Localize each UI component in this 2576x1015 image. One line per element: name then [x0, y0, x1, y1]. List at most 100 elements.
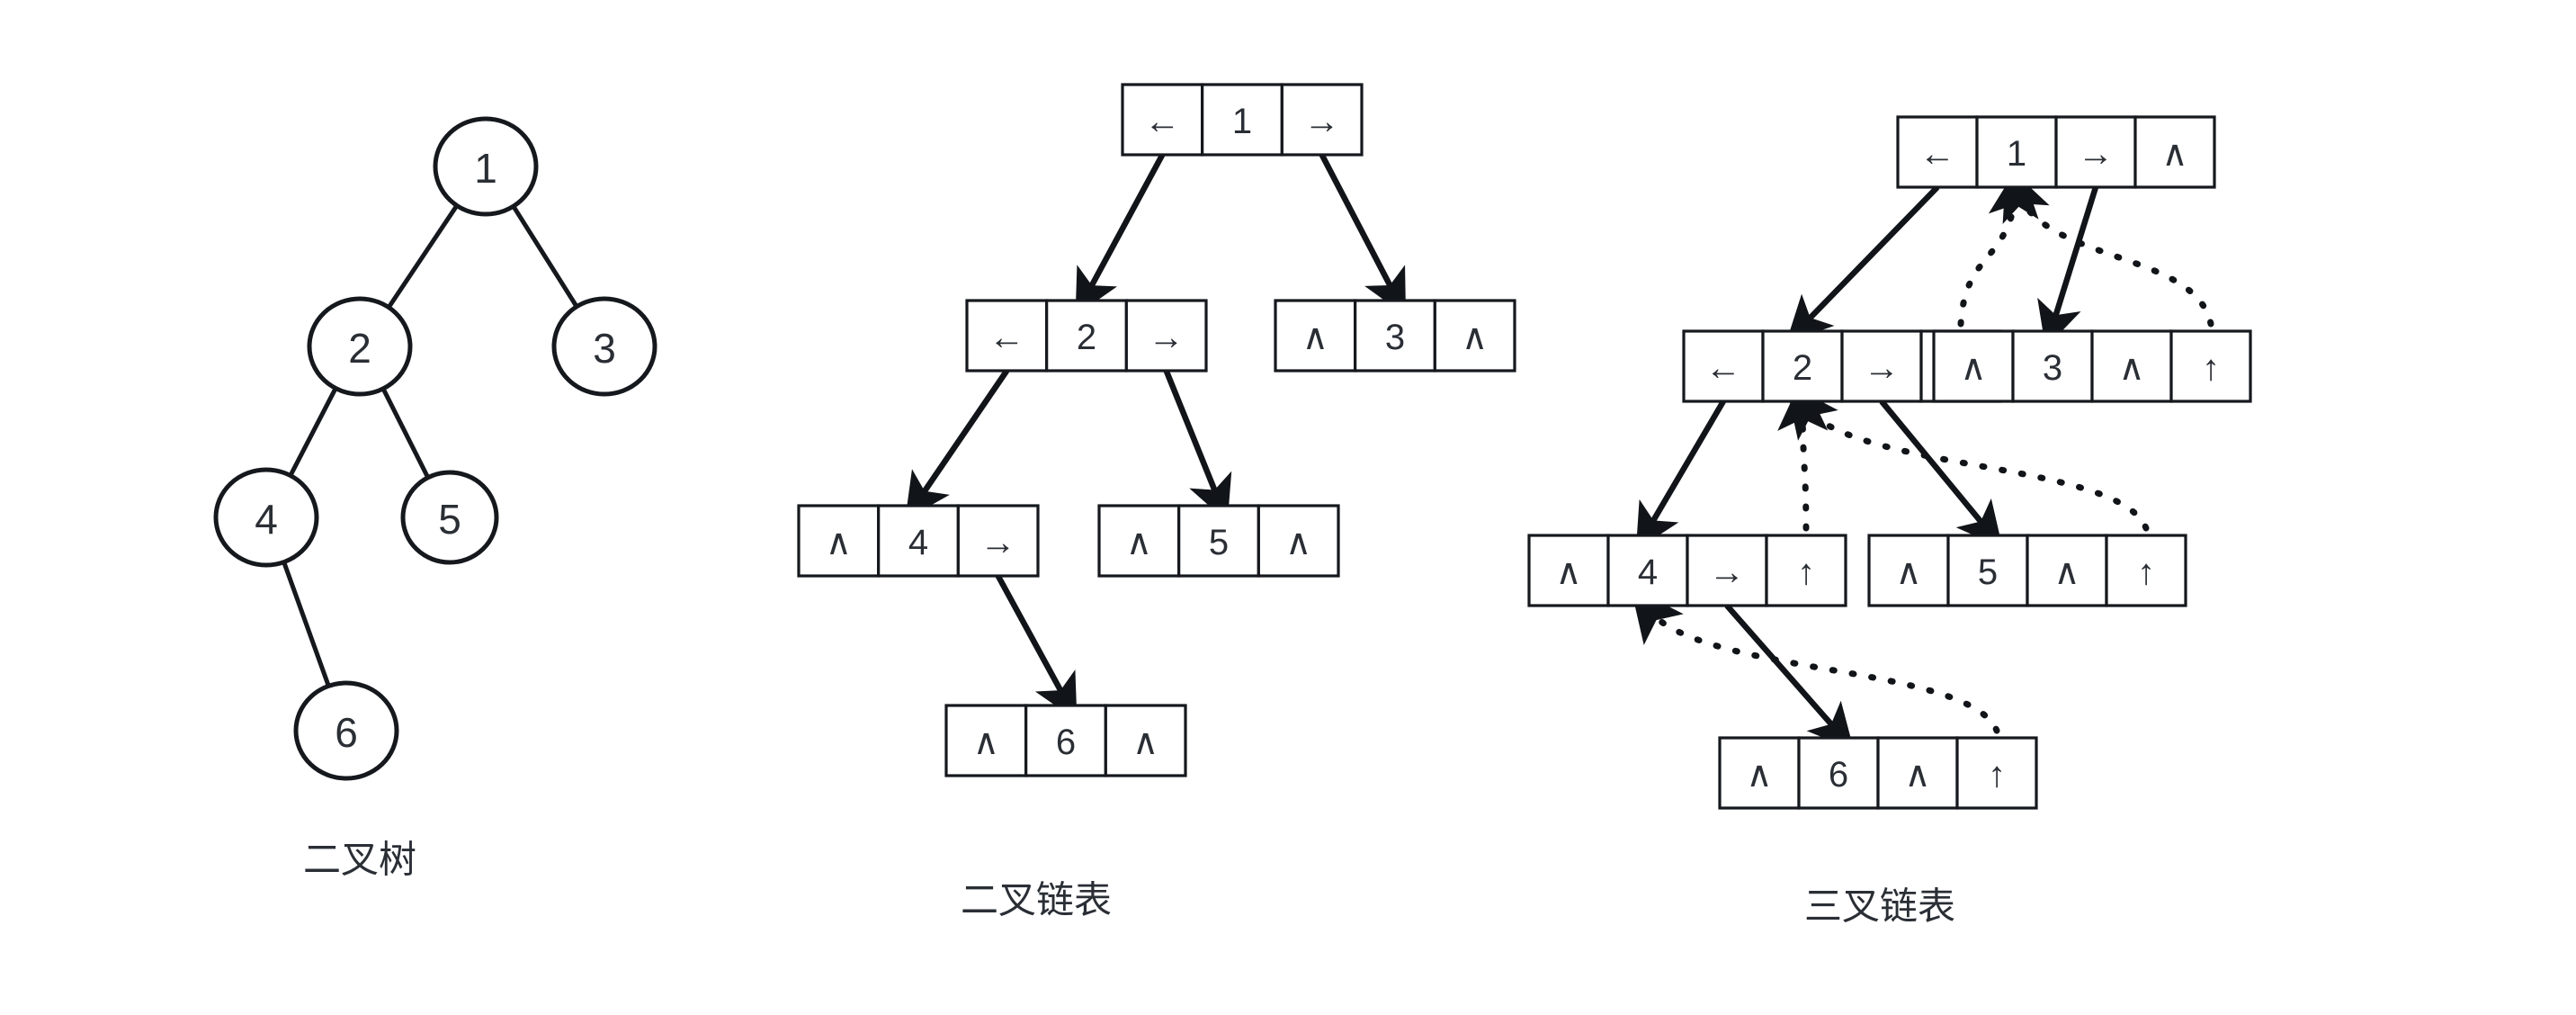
- node-cell-text-1-1: 1: [1232, 102, 1252, 141]
- node-cell-6-1: [1797, 736, 1880, 810]
- node-cell-text-4-1: 4: [908, 523, 928, 562]
- panel-binary-tree: 1 2 3 4 5 6: [213, 116, 657, 781]
- node-cell-text-2-2: →: [1864, 348, 1900, 388]
- node-cell-4-2: [1686, 534, 1768, 607]
- tree-node-circle-3: [551, 296, 657, 397]
- caption-trinary-linked-list: 三叉链表: [1804, 885, 1955, 928]
- node-cell-text-6-0: ∧: [973, 723, 999, 762]
- tree-node-label-2: 2: [348, 325, 371, 372]
- node-cell-text-4-1: 4: [1638, 552, 1658, 592]
- node-cell-text-5-1: 5: [1978, 552, 1998, 592]
- node-cell-5-3: [2105, 534, 2187, 607]
- child-pointer-c2-to-c4: [1635, 400, 1726, 551]
- node-cell-text-4-0: ∧: [826, 523, 852, 562]
- list-node-6: ∧6∧: [944, 704, 1187, 777]
- node-cell-text-4-3: ↑: [1797, 552, 1815, 592]
- tree-node-2: 2: [307, 296, 413, 397]
- node-cell-2-0: [1682, 329, 1765, 403]
- node-cell-6-2: [1104, 704, 1187, 777]
- node-cell-6-3: [1955, 736, 2038, 810]
- tree-node-circle-2: [307, 296, 413, 397]
- child-pointer-b4-to-b6: [995, 574, 1078, 721]
- child-pointer-b1-to-b2: [1075, 153, 1166, 316]
- child-pointer-c4-to-c6: [1724, 603, 1855, 750]
- node-cell-text-4-2: →: [1709, 552, 1745, 592]
- tree-node-4: 4: [213, 467, 319, 568]
- list-node-2: ← 2 →: [965, 299, 1208, 373]
- node-cell-4-3: [1765, 534, 1847, 607]
- node-cell-text-6-0: ∧: [1746, 755, 1772, 795]
- node-cell-4-0: [797, 504, 881, 578]
- parent-pointer-c4-to-c2: [1777, 377, 1829, 532]
- parent-pointer-c5-to-c2: [1785, 382, 2150, 532]
- list-node-4: ∧ 4 → ↑: [1527, 534, 1847, 607]
- node-cell-5-1: [1946, 534, 2029, 607]
- node-cell-text-4-0: ∧: [1555, 552, 1581, 592]
- list-node-6: ∧6∧↑: [1718, 736, 2038, 810]
- node-cell-text-1-2: →: [1304, 102, 1340, 141]
- node-cell-text-6-2: ∧: [1132, 723, 1158, 762]
- tree-node-circle-1: [433, 116, 539, 217]
- node-cell-text-3-2: ∧: [2118, 348, 2144, 388]
- node-cell-text-2-1: 2: [1077, 318, 1096, 357]
- node-cell-text-2-2: →: [1149, 318, 1185, 357]
- node-cell-text-1-3: ∧: [2161, 134, 2187, 174]
- tree-node-label-3: 3: [593, 325, 616, 372]
- node-cell-text-5-1: 5: [1209, 523, 1229, 562]
- tree-node-circle-6: [293, 680, 399, 781]
- tree-edge-t4-t6: [281, 559, 331, 688]
- node-cell-text-1-2: →: [2078, 134, 2114, 174]
- node-cell-3-1: [2011, 329, 2094, 403]
- caption-binary-linked-list: 二叉链表: [961, 879, 1112, 921]
- tree-node-label-5: 5: [438, 496, 461, 543]
- node-cell-4-0: [1527, 534, 1610, 607]
- parent-pointer-c2-to-c1: [1957, 163, 2039, 328]
- node-cell-5-0: [1867, 534, 1950, 607]
- child-pointer-c1-to-c3: [2037, 186, 2099, 348]
- child-pointer-b1-to-b3: [1319, 153, 1407, 317]
- node-cell-text-6-3: ↑: [1988, 755, 2006, 795]
- tree-node-6: 6: [293, 680, 399, 781]
- child-pointer-c1-to-c2: [1785, 184, 1940, 343]
- list-node-1: ←1→: [1121, 83, 1364, 157]
- panel-trinary-linked-list: ←1→∧←2→↑∧3∧↑∧4→↑∧5∧↑∧6∧↑: [1527, 115, 2252, 810]
- list-node-5: ∧5∧: [1097, 504, 1340, 578]
- list-node-1: ←1→∧: [1896, 115, 2216, 189]
- list-node-3: ∧3∧↑: [1932, 329, 2252, 403]
- node-cell-text-3-1: 3: [1385, 318, 1405, 357]
- node-cell-text-3-0: ∧: [1960, 348, 1986, 388]
- node-cell-1-2: [2054, 115, 2137, 189]
- node-cell-text-3-0: ∧: [1302, 318, 1328, 357]
- node-cell-1-3: [2133, 115, 2216, 189]
- node-cell-2-0: [965, 299, 1049, 373]
- tree-edge-t1-t3: [510, 202, 579, 310]
- node-cell-text-3-2: ∧: [1462, 318, 1488, 357]
- list-node-5: ∧5∧↑: [1867, 534, 2187, 607]
- node-cell-3-0: [1932, 329, 2015, 403]
- caption-binary-tree: 二叉树: [303, 839, 416, 881]
- node-cell-5-2: [2026, 534, 2108, 607]
- parent-pointer-c6-to-c4: [1630, 587, 2000, 734]
- node-cell-3-3: [2169, 329, 2252, 403]
- node-cell-text-3-1: 3: [2043, 348, 2062, 388]
- node-cell-5-2: [1257, 504, 1340, 578]
- node-cell-text-4-2: →: [980, 523, 1016, 562]
- tree-node-circle-5: [400, 470, 499, 565]
- node-cell-text-5-0: ∧: [1895, 552, 1921, 592]
- node-cell-text-6-2: ∧: [1904, 755, 1930, 795]
- node-cell-text-2-0: ←: [988, 318, 1024, 357]
- tree-node-label-1: 1: [474, 145, 497, 192]
- child-pointer-b2-to-b5: [1163, 369, 1232, 523]
- node-cell-2-2: [1840, 329, 1923, 403]
- tree-node-5: 5: [400, 470, 499, 565]
- list-node-3: ∧ 3 ∧: [1274, 299, 1516, 373]
- tree-node-label-4: 4: [255, 496, 278, 543]
- tree-node-3: 3: [551, 296, 657, 397]
- node-cell-5-0: [1097, 504, 1181, 578]
- node-cell-text-2-0: ←: [1705, 348, 1741, 388]
- node-cell-3-2: [1433, 299, 1516, 373]
- node-cell-6-0: [1718, 736, 1801, 810]
- node-cell-4-2: [956, 504, 1040, 578]
